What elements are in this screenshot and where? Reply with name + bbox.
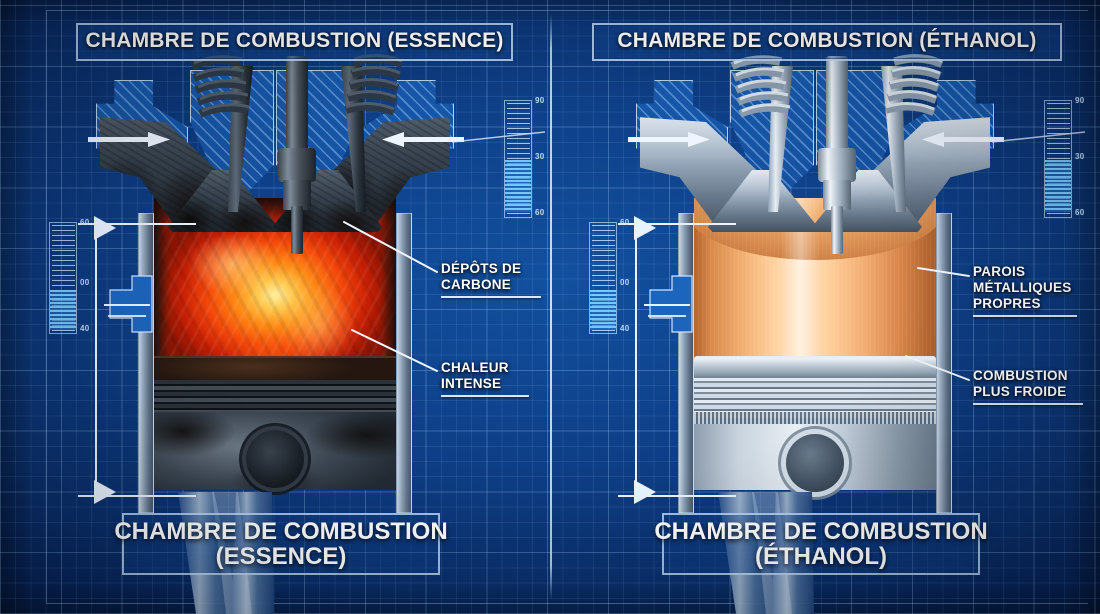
panel-caption-gasoline: CHAMBRE DE COMBUSTION (ESSENCE) <box>114 513 448 575</box>
ruler-label: 90 <box>1075 96 1085 105</box>
piston-crown-deposits <box>154 356 396 380</box>
wrist-pin <box>786 434 844 492</box>
ruler-label: 40 <box>80 324 90 333</box>
cylinder-bore-left <box>138 213 154 513</box>
piston-carbon-fouled <box>154 356 396 496</box>
piston-rings <box>154 380 396 412</box>
annotation-line-3: PROPRES <box>973 295 1041 311</box>
ruler-label: 00 <box>620 278 630 287</box>
annotation-carbon-deposits: DÉPÔTS DE CARBONE <box>441 261 541 298</box>
caption-line-1: CHAMBRE DE COMBUSTION <box>654 517 988 545</box>
piston-rings <box>694 378 936 412</box>
panel-caption-ethanol: CHAMBRE DE COMBUSTION (ÉTHANOL) <box>654 513 988 575</box>
annotation-line-2: CARBONE <box>441 276 512 292</box>
ruler-top-left: 90 30 60 <box>504 96 544 218</box>
annotation-line-1: COMBUSTION <box>973 368 1068 383</box>
ruler-label: 60 <box>80 218 90 227</box>
panel-title-text: CHAMBRE DE COMBUSTION (ESSENCE) <box>85 29 504 53</box>
panel-divider <box>550 14 552 600</box>
panel-title-gasoline: CHAMBRE DE COMBUSTION (ESSENCE) <box>76 23 513 61</box>
annotation-underline <box>973 402 1083 405</box>
annotation-line-1: CHALEUR <box>441 360 509 375</box>
caption-line-2: (ÉTHANOL) <box>755 543 887 570</box>
ruler-side-left: 60 00 40 <box>49 218 89 334</box>
piston-crown <box>694 356 936 378</box>
annotation-line-1: PAROIS <box>973 264 1026 279</box>
annotation-underline <box>441 295 541 298</box>
ruler-side-right: 60 00 40 <box>589 218 629 334</box>
ruler-label: 40 <box>620 324 630 333</box>
annotation-clean-metal-walls: PAROIS MÉTALLIQUES PROPRES <box>973 264 1077 317</box>
piston-ring-land-knurl <box>694 412 936 424</box>
ruler-label: 60 <box>620 218 630 227</box>
cylinder-bore-right <box>936 213 952 513</box>
annotation-cooler-combustion: COMBUSTION PLUS FROIDE <box>973 368 1083 405</box>
ruler-label: 60 <box>1075 208 1085 217</box>
annotation-line-1: DÉPÔTS DE <box>441 261 522 276</box>
piston-clean <box>694 356 936 496</box>
annotation-line-2: INTENSE <box>441 375 502 391</box>
cylinder-bore-left <box>678 213 694 513</box>
caption-line-1: CHAMBRE DE COMBUSTION <box>114 517 448 545</box>
annotation-intense-heat: CHALEUR INTENSE <box>441 360 529 397</box>
cylinder-bore-right <box>396 213 412 513</box>
annotation-line-2: MÉTALLIQUES <box>973 279 1072 295</box>
ruler-top-right: 90 30 60 <box>1044 96 1084 218</box>
annotation-line-2: PLUS FROIDE <box>973 383 1067 399</box>
ruler-label: 60 <box>535 208 545 217</box>
ruler-label: 30 <box>1075 152 1085 161</box>
panel-title-ethanol: CHAMBRE DE COMBUSTION (ÉTHANOL) <box>592 23 1062 61</box>
annotation-underline <box>441 394 529 397</box>
wrist-pin <box>246 430 304 488</box>
ruler-label: 00 <box>80 278 90 287</box>
engine-diagram-gasoline <box>40 58 510 528</box>
ruler-label: 90 <box>535 96 545 105</box>
panel-title-text: CHAMBRE DE COMBUSTION (ÉTHANOL) <box>617 29 1037 53</box>
caption-line-2: (ESSENCE) <box>215 543 347 570</box>
ruler-label: 30 <box>535 152 545 161</box>
annotation-underline <box>973 314 1077 317</box>
